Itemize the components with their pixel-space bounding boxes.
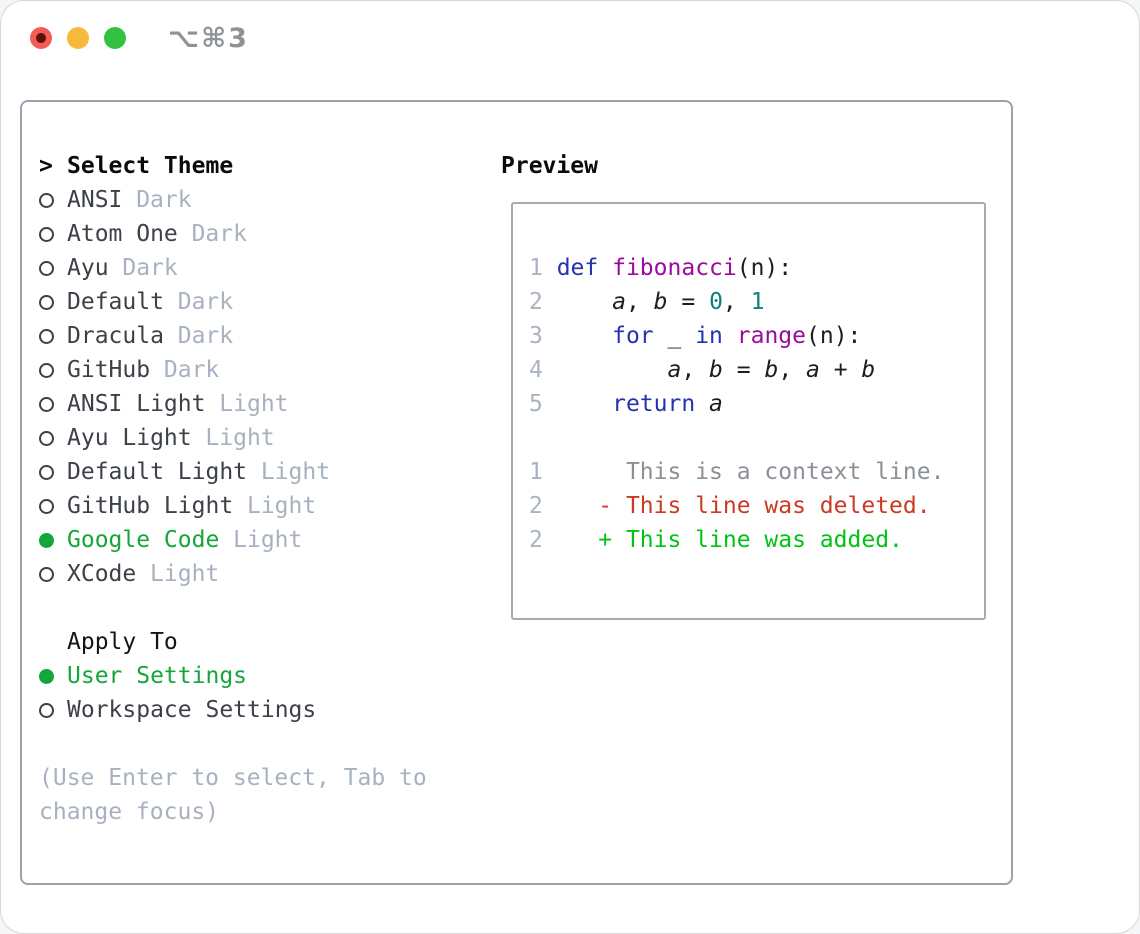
theme-option-default-light-light[interactable]: Default Light Light [39,455,469,489]
option-label: Atom One [67,221,178,247]
radio-icon [39,396,67,412]
select-theme-title: Select Theme [67,153,234,179]
radio-selected-icon [39,668,67,684]
option-variant-label: Dark [163,357,220,383]
radio-icon [39,702,67,718]
option-label: ANSI Light [67,391,206,417]
radio-icon [39,498,67,514]
radio-icon [39,260,67,276]
preview-title: Preview [501,153,598,179]
option-label: Google Code [67,527,220,553]
code-line: 4 a, b = b, a + b [529,357,876,383]
line-number: 4 [529,357,557,383]
preview-column: Preview 1 def fibonacci(n): 2 a, b = 0, 1… [501,149,1001,620]
option-label: Default Light [67,459,248,485]
option-variant-label: Dark [136,187,192,213]
line-number: 2 [529,527,557,553]
radio-icon [39,430,67,446]
line-number: 3 [529,323,557,349]
zoom-button[interactable] [104,27,126,49]
option-label: ANSI [67,187,123,213]
option-variant-label: Light [246,493,317,519]
radio-selected-icon [39,532,67,548]
preview-header: Preview [501,149,1001,183]
line-number: 1 [529,459,557,485]
option-variant-label: Light [205,425,275,451]
radio-icon [39,566,67,582]
line-number: 1 [529,255,557,281]
apply-to-header: Apply To [39,625,469,659]
close-button[interactable] [30,27,52,49]
option-label: GitHub [67,357,151,383]
spacer [39,591,469,625]
minimize-button[interactable] [67,27,89,49]
option-variant-label: Dark [191,221,247,247]
theme-option-ayu-light-light[interactable]: Ayu Light Light [39,421,469,455]
option-label: Default [67,289,164,315]
code-line: 1 This is a context line. [529,459,945,485]
radio-icon [39,226,67,242]
theme-option-github-dark[interactable]: GitHub Dark [39,353,469,387]
option-variant-label: Dark [177,289,234,315]
line-number: 2 [529,493,557,519]
theme-option-ayu-dark[interactable]: Ayu Dark [39,251,469,285]
code-line: 1 def fibonacci(n): [529,255,793,281]
spacer [39,727,469,761]
theme-option-default-dark[interactable]: Default Dark [39,285,469,319]
apply-option-user-settings[interactable]: User Settings [39,659,469,693]
option-variant-label: Dark [177,323,234,349]
option-variant-label: Dark [122,255,178,281]
help-text-line-1: (Use Enter to select, Tab to [39,765,427,791]
line-number: 5 [529,391,557,417]
option-variant-label: Light [150,561,220,587]
code-line: 3 for _ in range(n): [529,323,862,349]
theme-option-ansi-dark[interactable]: ANSI Dark [39,183,469,217]
code-line: 2 a, b = 0, 1 [529,289,765,315]
code-line: 2 + This line was added. [529,527,903,553]
cursor-prompt-icon: > [39,153,53,179]
line-number: 2 [529,289,557,315]
option-variant-label: Light [233,527,303,553]
option-label: XCode [67,561,137,587]
code-line [529,421,984,455]
option-label: User Settings [67,663,248,689]
option-variant-label: Light [219,391,289,417]
option-label: Ayu Light [67,425,192,451]
option-label: Dracula [67,323,164,349]
apply-to-title: Apply To [67,629,178,655]
theme-option-ansi-light-light[interactable]: ANSI Light Light [39,387,469,421]
apply-option-workspace-settings[interactable]: Workspace Settings [39,693,469,727]
theme-option-github-light-light[interactable]: GitHub Light Light [39,489,469,523]
radio-icon [39,362,67,378]
radio-icon [39,464,67,480]
preview-box: 1 def fibonacci(n): 2 a, b = 0, 1 3 for _ … [511,202,986,620]
radio-icon [39,294,67,310]
option-label: Ayu [67,255,109,281]
option-label: GitHub Light [67,493,234,519]
theme-option-dracula-dark[interactable]: Dracula Dark [39,319,469,353]
radio-icon [39,192,67,208]
select-theme-header: > Select Theme [39,149,469,183]
radio-icon [39,328,67,344]
window-title: ⌥⌘3 [168,23,249,54]
code-line: 2 - This line was deleted. [529,493,931,519]
help-text-line-2: change focus) [39,799,220,825]
theme-option-google-code-light[interactable]: Google Code Light [39,523,469,557]
code-line: 5 return a [529,391,723,417]
theme-option-atom-one-dark[interactable]: Atom One Dark [39,217,469,251]
option-variant-label: Light [260,459,331,485]
titlebar: ⌥⌘3 [1,1,1139,100]
option-label: Workspace Settings [67,697,317,723]
theme-option-xcode-light[interactable]: XCode Light [39,557,469,591]
